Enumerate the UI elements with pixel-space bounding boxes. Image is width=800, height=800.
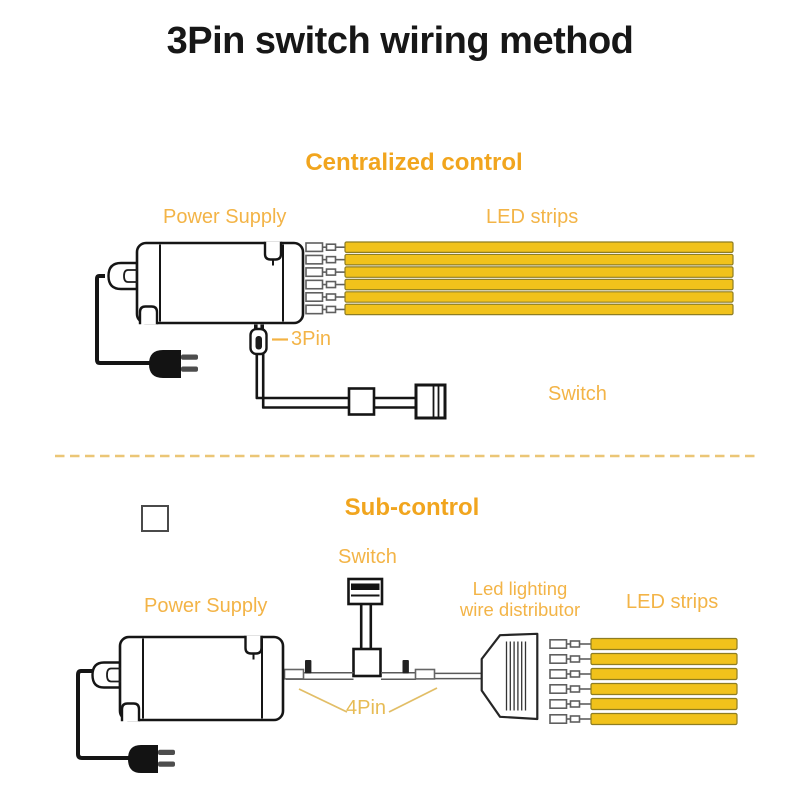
connection-wire-sub	[283, 660, 481, 713]
switch-cable-centralized	[255, 354, 447, 420]
pin4-pointer-line	[388, 687, 438, 713]
strip-connector-icon	[305, 254, 324, 265]
strip-connector-icon	[305, 304, 324, 315]
wire-connector-icon	[414, 668, 436, 680]
pin4-pointer-line	[298, 688, 348, 713]
wire-connector-icon	[283, 668, 305, 680]
switch-icon-sub	[347, 577, 384, 678]
label-3pin: 3Pin	[291, 328, 332, 350]
strip-plug-icon	[569, 640, 581, 648]
power-supply-unit-centralized	[107, 241, 305, 325]
label-switch-centralized: Switch	[548, 383, 607, 405]
strip-connector-icon	[305, 242, 324, 253]
strip-connector-icon	[549, 653, 568, 664]
label-4pin: 4Pin	[346, 697, 387, 719]
strip-connector-icon	[549, 668, 568, 679]
label-led-strips-sub: LED strips	[626, 591, 719, 613]
label-distributor: Led lighting wire distributor	[460, 578, 580, 620]
strip-connector-icon	[549, 698, 568, 709]
strip-plug-icon	[325, 268, 337, 276]
strip-plug-icon	[569, 715, 581, 723]
label-distributor-line1: Led lighting	[472, 578, 568, 599]
strip-connector-icon	[305, 267, 324, 278]
pin3-connector-icon	[249, 324, 288, 356]
label-distributor-line2: wire distributor	[459, 599, 581, 620]
led-strip	[344, 278, 734, 291]
wire-pin-icon	[305, 660, 312, 674]
label-switch-sub: Switch	[338, 546, 397, 568]
led-strip	[344, 253, 734, 266]
label-power-supply-sub: Power Supply	[144, 595, 268, 617]
strip-plug-icon	[325, 255, 337, 264]
led-strips-centralized	[305, 241, 734, 316]
section-header-centralized: Centralized control	[305, 149, 523, 176]
label-led-strips-centralized: LED strips	[486, 206, 579, 228]
strip-plug-icon	[325, 305, 337, 314]
led-strip	[590, 712, 738, 726]
led-strip	[344, 291, 734, 303]
strip-connector-icon	[549, 713, 568, 724]
led-strip	[590, 682, 738, 696]
power-supply-unit-sub	[91, 635, 285, 722]
led-strip	[590, 667, 738, 681]
strip-plug-icon	[325, 243, 337, 251]
power-plug-icon-centralized	[95, 274, 198, 378]
power-plug-icon-sub	[76, 669, 175, 773]
led-strip	[590, 697, 738, 711]
strip-plug-icon	[569, 700, 581, 708]
label-power-supply-centralized: Power Supply	[163, 206, 287, 228]
strip-connector-icon	[305, 291, 324, 302]
strip-plug-icon	[569, 670, 581, 678]
wire-pin-icon	[402, 660, 409, 674]
strip-plug-icon	[325, 280, 337, 289]
strip-connector-icon	[305, 279, 324, 290]
led-strip	[590, 637, 738, 651]
section-header-sub: Sub-control	[344, 494, 480, 521]
strip-plug-icon	[569, 685, 581, 693]
led-strip	[344, 303, 734, 316]
legend-square-icon	[141, 505, 169, 532]
page-title: 3Pin switch wiring method	[166, 20, 634, 62]
led-strip	[344, 241, 734, 253]
led-strips-sub	[549, 637, 738, 726]
strip-connector-icon	[549, 638, 568, 649]
strip-plug-icon	[325, 293, 337, 301]
strip-plug-icon	[569, 655, 581, 663]
distributor-icon	[480, 632, 539, 721]
led-strip	[344, 266, 734, 278]
strip-connector-icon	[549, 683, 568, 694]
led-strip	[590, 652, 738, 666]
